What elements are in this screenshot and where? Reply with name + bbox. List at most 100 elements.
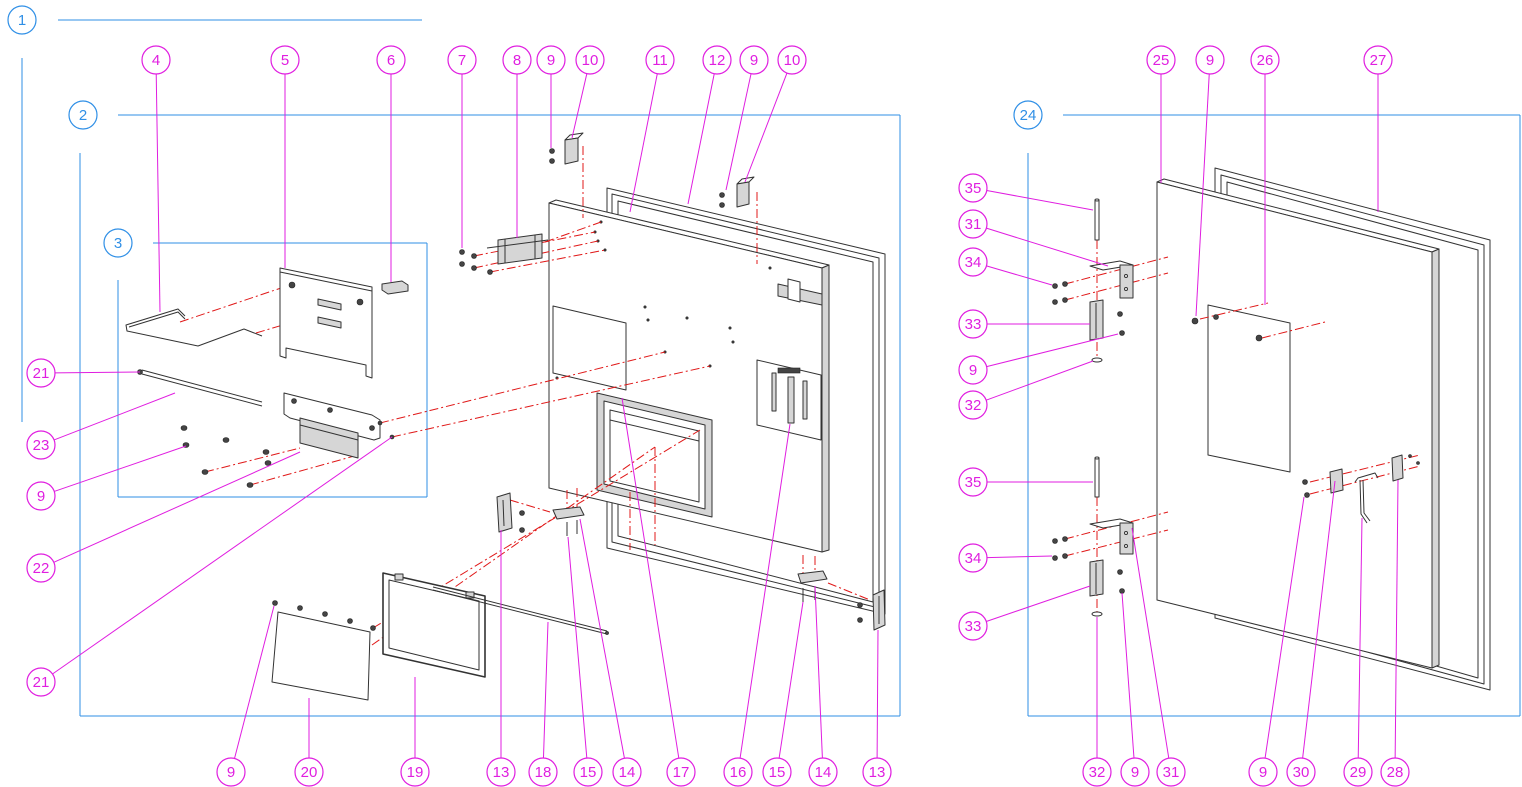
- part-number: 10: [784, 52, 801, 69]
- hinge-pin-upper: [1094, 198, 1100, 241]
- part-callout-23: 23: [26, 392, 176, 460]
- part-callout-27: 27: [1363, 45, 1393, 212]
- callout-circle: [216, 757, 246, 787]
- part-number: 9: [969, 362, 977, 379]
- assembly-callout-2: 2: [68, 100, 98, 130]
- callout-circle: [26, 430, 56, 460]
- part-number: 6: [387, 52, 395, 69]
- leader-line: [744, 72, 788, 183]
- part-number: 9: [1206, 52, 1214, 69]
- callout-circle: [141, 45, 171, 75]
- part-callout-10: 10: [744, 45, 807, 183]
- assembly-callouts: 1 2 3 24: [7, 5, 1043, 258]
- part-number: 35: [965, 180, 982, 197]
- part-callout-9: 9: [958, 333, 1119, 385]
- leader-line: [234, 605, 275, 759]
- part-callout-15: 15: [567, 536, 603, 787]
- leader-line: [876, 629, 879, 759]
- part-number: 23: [33, 437, 50, 454]
- assembly-frame-24: [1027, 114, 1521, 717]
- callout-circle: [1363, 45, 1393, 75]
- leader-line: [1195, 73, 1210, 317]
- hinge-bracket-top-left: [549, 132, 584, 165]
- window-trim-frame: [382, 572, 486, 678]
- leader-line: [986, 265, 1053, 286]
- hinge-bracket-upper: [1089, 260, 1134, 299]
- assembly-number: 24: [1020, 107, 1037, 124]
- part-callout-32: 32: [958, 360, 1094, 420]
- callout-circle: [486, 757, 516, 787]
- part-number: 4: [152, 52, 160, 69]
- leader-line: [54, 445, 187, 492]
- callout-circle: [447, 45, 477, 75]
- part-callout-35: 35: [958, 173, 1094, 211]
- hinge-bracket-lower: [1089, 518, 1134, 555]
- part-number: 7: [458, 52, 466, 69]
- part-number: 16: [730, 764, 747, 781]
- leader-line: [986, 227, 1109, 267]
- callout-circle: [536, 45, 566, 75]
- part-callout-11: 11: [629, 45, 675, 213]
- callout-circle: [26, 358, 56, 388]
- rating-plate: [756, 359, 822, 441]
- part-number: 20: [301, 764, 318, 781]
- callout-circle: [958, 543, 988, 573]
- part-callout-17: 17: [621, 397, 696, 787]
- hinge-plate: [486, 233, 549, 265]
- screws-cover-plate-right: [1191, 314, 1263, 342]
- callout-circle: [958, 173, 988, 203]
- callout-circle: [502, 45, 532, 75]
- part-number: 15: [580, 764, 597, 781]
- callout-circle: [270, 45, 300, 75]
- part-number: 9: [37, 488, 45, 505]
- part-number: 13: [493, 764, 510, 781]
- part-number: 31: [1163, 764, 1180, 781]
- leader-line: [986, 190, 1094, 211]
- part-callout-9: 9: [216, 605, 275, 787]
- part-callout-9: 9: [26, 445, 187, 511]
- part-callout-12: 12: [687, 45, 732, 205]
- washer-lower: [1091, 611, 1103, 617]
- part-callout-21: 21: [26, 436, 393, 697]
- part-callout-18: 18: [528, 621, 558, 787]
- part-callout-29: 29: [1343, 517, 1373, 787]
- callout-circle: [1195, 45, 1225, 75]
- callout-circle: [808, 757, 838, 787]
- part-number: 9: [1131, 764, 1139, 781]
- callout-circle: [376, 45, 406, 75]
- assembly-frame-3: [117, 242, 428, 498]
- washer-upper: [1091, 357, 1103, 363]
- hinge-block-upper: [1089, 299, 1125, 341]
- part-number: 22: [33, 560, 50, 577]
- hinge-lower-right: [857, 589, 886, 631]
- callout-circle: [294, 757, 324, 787]
- part-number: 21: [33, 365, 50, 382]
- hinge-pin-lower: [1094, 456, 1100, 498]
- part-number: 29: [1350, 764, 1367, 781]
- callout-circle: [702, 45, 732, 75]
- leader-line: [986, 555, 1053, 559]
- leader-line: [1264, 496, 1305, 759]
- part-callout-15: 15: [762, 601, 804, 787]
- part-callout-13: 13: [486, 530, 516, 787]
- leader-line: [155, 73, 161, 313]
- callout-circle: [739, 45, 769, 75]
- cover-plate: [271, 611, 371, 701]
- part-callout-5: 5: [270, 45, 300, 268]
- part-number: 21: [33, 674, 50, 691]
- assembly-frame-2: [79, 114, 901, 717]
- hinge-block-lower: [1089, 559, 1125, 597]
- part-number: 31: [965, 216, 982, 233]
- leader-line: [1357, 517, 1363, 759]
- hinge-bracket-top-right: [719, 176, 755, 208]
- leader-line: [778, 601, 804, 759]
- leader-line: [1302, 480, 1336, 759]
- part-number: 30: [1293, 764, 1310, 781]
- part-number: 10: [582, 52, 599, 69]
- screws-hinge-plate: [459, 249, 493, 275]
- latch-mount: [1302, 468, 1344, 498]
- assembly-callout-24: 24: [1013, 100, 1043, 130]
- callout-circle: [777, 45, 807, 75]
- latch-lever: [1354, 472, 1379, 524]
